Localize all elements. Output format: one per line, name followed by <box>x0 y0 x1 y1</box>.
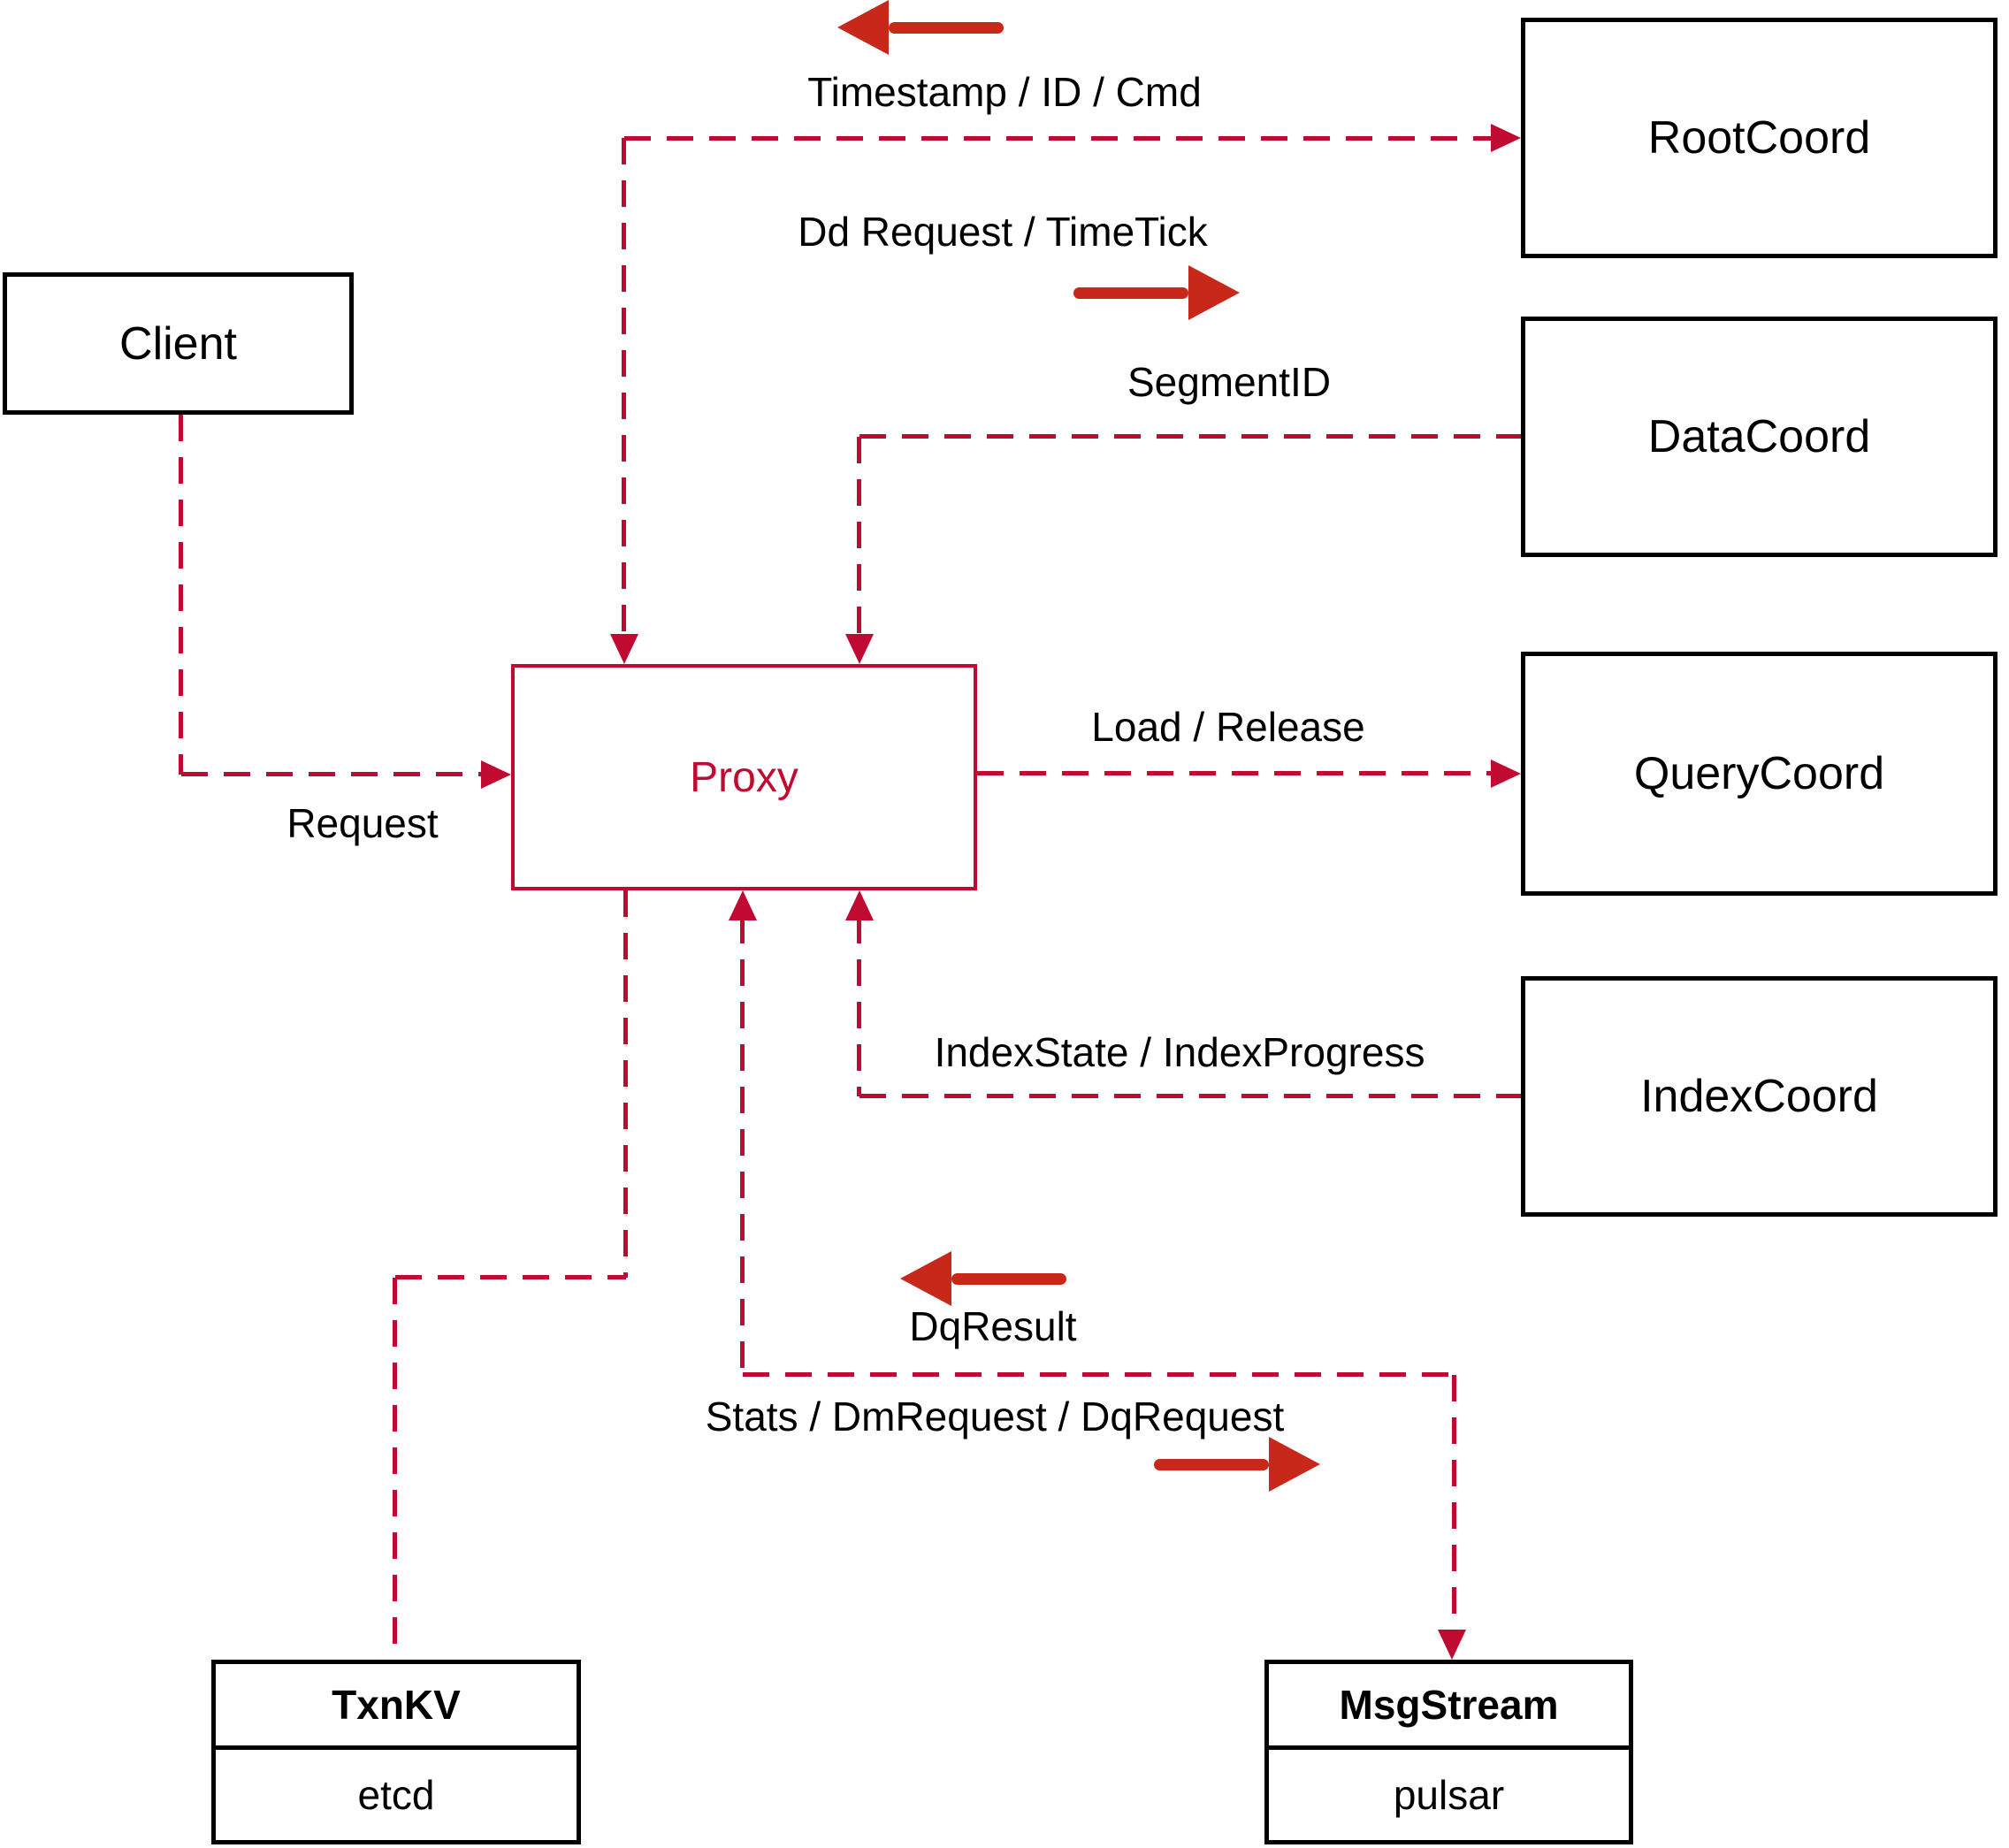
arrow-head <box>900 1251 951 1306</box>
edge-proxy-txnkv-vertical-lower <box>393 1278 397 1660</box>
edge-proxy-txnkv-vertical-upper <box>623 890 628 1278</box>
node-txnkv-title: TxnKV <box>216 1664 577 1750</box>
node-rootcoord-label: RootCoord <box>1647 112 1871 164</box>
direction-arrow-right-top-icon <box>1073 265 1240 320</box>
node-rootcoord: RootCoord <box>1521 18 1998 258</box>
edge-indexcoord-proxy-vertical <box>857 917 861 1096</box>
edge-proxy-querycoord-horizontal <box>977 771 1494 775</box>
node-proxy: Proxy <box>511 664 977 890</box>
direction-arrow-right-stats-icon <box>1154 1437 1320 1492</box>
node-datacoord: DataCoord <box>1521 317 1998 557</box>
node-msgstream-impl: pulsar <box>1393 1772 1505 1818</box>
edge-proxy-msgstream-vertical-lower <box>1452 1375 1456 1630</box>
arrow-tail <box>1073 286 1188 299</box>
arrow-head <box>837 0 889 55</box>
arrowhead-into-proxy-top-right-icon <box>845 634 874 664</box>
node-querycoord-label: QueryCoord <box>1633 748 1885 799</box>
arrowhead-into-rootcoord-icon <box>1491 124 1521 152</box>
node-msgstream-title: MsgStream <box>1269 1664 1629 1750</box>
edge-proxy-txnkv-horizontal <box>395 1275 626 1279</box>
edge-client-proxy-horizontal <box>181 772 485 776</box>
edge-label-indexstate-indexprogress: IndexState / IndexProgress <box>934 1029 1425 1075</box>
arrowhead-into-proxy-bottom-right-icon <box>845 890 874 920</box>
arrowhead-into-proxy-left-icon <box>481 760 511 789</box>
direction-arrow-left-dqresult-icon <box>900 1251 1066 1306</box>
arrow-head <box>1269 1437 1320 1492</box>
edge-label-segmentid: SegmentID <box>1127 359 1332 405</box>
edge-label-stats-dmrequest-dqrequest: Stats / DmRequest / DqRequest <box>705 1394 1285 1439</box>
node-txnkv: TxnKV etcd <box>211 1660 581 1844</box>
edge-proxy-rootcoord-horizontal <box>624 136 1494 141</box>
node-txnkv-impl: etcd <box>357 1772 435 1818</box>
node-indexcoord-label: IndexCoord <box>1640 1071 1878 1122</box>
edge-datacoord-proxy-vertical <box>857 437 861 634</box>
edge-label-dd-request-timetick: Dd Request / TimeTick <box>798 209 1208 255</box>
node-msgstream: MsgStream pulsar <box>1264 1660 1633 1844</box>
edge-label-request: Request <box>286 800 439 846</box>
edge-indexcoord-proxy-horizontal <box>859 1094 1521 1098</box>
arrow-tail <box>951 1272 1066 1285</box>
edge-proxy-rootcoord-vertical <box>622 138 626 634</box>
node-querycoord: QueryCoord <box>1521 652 1998 896</box>
edge-label-dqresult: DqResult <box>909 1303 1077 1349</box>
edge-proxy-msgstream-horizontal <box>743 1372 1455 1377</box>
edge-proxy-msgstream-vertical-upper <box>740 917 745 1375</box>
edge-label-load-release: Load / Release <box>1091 704 1365 750</box>
arrowhead-into-querycoord-icon <box>1491 760 1521 788</box>
node-datacoord-label: DataCoord <box>1647 411 1871 462</box>
arrow-tail <box>1154 1458 1269 1470</box>
edge-client-proxy-vertical <box>179 415 183 775</box>
node-indexcoord: IndexCoord <box>1521 976 1998 1217</box>
arrow-head <box>1188 265 1240 320</box>
arrowhead-into-proxy-top-left-icon <box>610 634 638 664</box>
node-proxy-label: Proxy <box>690 753 798 801</box>
arrow-tail <box>889 21 1004 34</box>
arrowhead-into-msgstream-icon <box>1438 1630 1466 1660</box>
direction-arrow-left-top-icon <box>837 0 1004 55</box>
node-client-label: Client <box>119 317 237 370</box>
edge-label-timestamp-id-cmd: Timestamp / ID / Cmd <box>807 69 1202 115</box>
node-client: Client <box>3 272 354 415</box>
arrowhead-into-proxy-bottom-left-icon <box>729 890 757 920</box>
edge-datacoord-proxy-horizontal <box>859 434 1521 439</box>
